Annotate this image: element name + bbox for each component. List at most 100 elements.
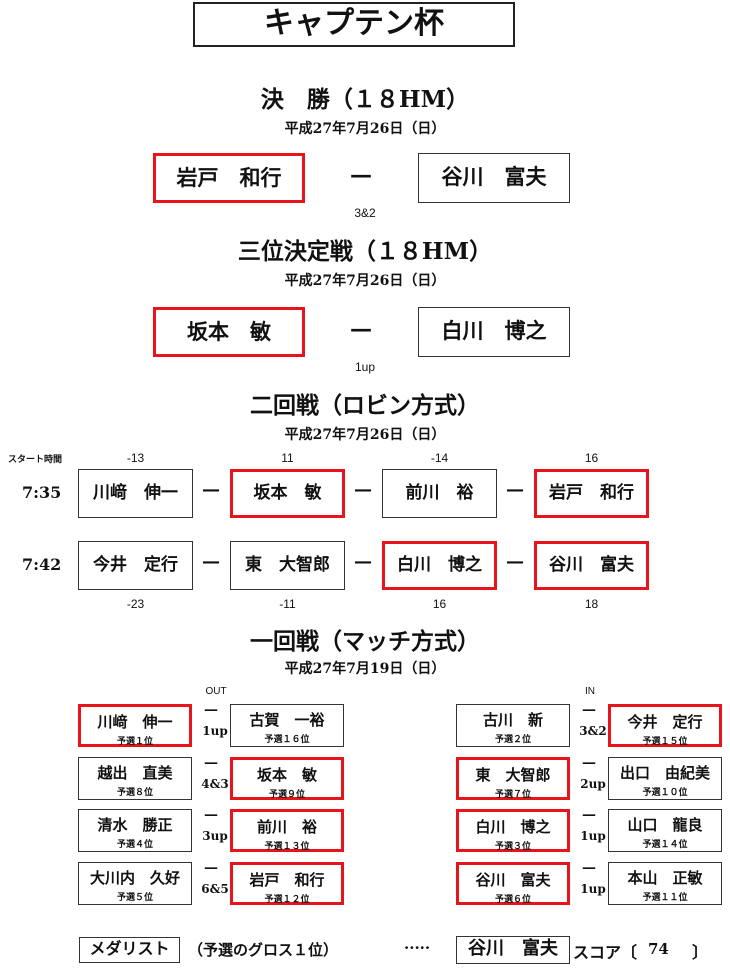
match-result: 3up xyxy=(202,829,228,844)
match-player-box: 清水 勝正予選４位 xyxy=(78,809,192,853)
start-time: 7:42 xyxy=(22,555,62,574)
player-score: 11 xyxy=(281,451,294,465)
score-close: 〕 xyxy=(692,943,709,962)
dash: — xyxy=(202,551,220,572)
dash: — xyxy=(582,859,596,876)
match-result: 2up xyxy=(580,776,606,791)
player-name: 山口 龍良 xyxy=(627,816,703,835)
match-result: 3&2 xyxy=(579,724,607,738)
match-player-box: 前川 裕予選１３位 xyxy=(230,809,344,853)
player-name: 本山 正敏 xyxy=(627,868,703,887)
player-name: 白川 博之 xyxy=(475,818,551,837)
player-box: 今井 定行 xyxy=(78,541,193,590)
match-player-box: 大川内 久好予選５位 xyxy=(78,861,192,905)
player-rank: 予選７位 xyxy=(494,789,531,800)
medalist-name: 谷川 富夫 xyxy=(456,936,570,964)
player-score: -11 xyxy=(279,597,296,611)
dash: — xyxy=(204,859,218,876)
final-dash: — xyxy=(350,162,372,188)
dash: — xyxy=(202,479,220,500)
dash: — xyxy=(506,551,524,572)
out-label: OUT xyxy=(205,686,227,697)
player-name: 前川 裕 xyxy=(256,818,317,837)
player-box: 谷川 富夫 xyxy=(534,541,649,590)
player-rank: 予選１４位 xyxy=(642,840,688,851)
player-name: 大川内 久好 xyxy=(89,868,180,887)
dash: — xyxy=(204,754,218,771)
dash: — xyxy=(204,807,218,824)
player-rank: 予選１０位 xyxy=(642,787,688,798)
round2-heading: 二回戦（ロビン方式） xyxy=(250,392,480,419)
start-time-label: スタート時間 xyxy=(8,455,63,465)
third-dash: — xyxy=(350,316,372,342)
medalist-note: （予選のグロス１位） xyxy=(188,941,339,959)
round1-heading: 一回戦（マッチ方式） xyxy=(250,628,480,655)
match-player-box: 本山 正敏予選１１位 xyxy=(608,861,722,905)
player-box: 坂本 敏 xyxy=(230,469,345,518)
page-title: キャプテン杯 xyxy=(193,2,515,47)
player-rank: 予選８位 xyxy=(116,787,153,798)
match-result: 6&5 xyxy=(201,881,229,896)
match-player-box: 谷川 富夫予選６位 xyxy=(456,861,570,905)
score-label: スコア〔 xyxy=(573,943,638,962)
medalist-score: 74 xyxy=(648,940,669,958)
player-rank: 予選１位 xyxy=(116,737,153,747)
player-score: -13 xyxy=(126,451,145,465)
player-name: 谷川 富夫 xyxy=(475,870,551,889)
match-player-box: 出口 由紀美予選１０位 xyxy=(608,756,722,800)
match-player-box: 今井 定行予選１５位 xyxy=(608,704,722,747)
match-result: 4&3 xyxy=(201,776,229,791)
player-rank: 予選１１位 xyxy=(642,892,688,903)
player-box: 岩戸 和行 xyxy=(534,469,649,518)
player-name: 古川 新 xyxy=(482,711,543,729)
match-result: 1up xyxy=(580,881,606,896)
match-result: 1up xyxy=(580,829,606,844)
match-player-box: 古賀 一裕予選１６位 xyxy=(230,704,344,747)
final-player-right: 谷川 富夫 xyxy=(418,153,570,203)
player-rank: 予選６位 xyxy=(494,894,531,905)
player-rank: 予選５位 xyxy=(116,892,153,903)
round2-date: 平成27年7月26日（日） xyxy=(284,427,446,443)
player-name: 今井 定行 xyxy=(627,713,703,731)
player-name: 川﨑 伸一 xyxy=(97,713,173,731)
match-player-box: 古川 新予選２位 xyxy=(456,704,570,747)
player-name: 岩戸 和行 xyxy=(249,870,325,889)
player-box: 東 大智郎 xyxy=(230,541,345,590)
player-rank: 予選１２位 xyxy=(264,894,310,905)
in-label: IN xyxy=(585,686,595,697)
player-name: 坂本 敏 xyxy=(256,765,317,784)
player-box: 川﨑 伸一 xyxy=(78,469,193,518)
final-date: 平成27年7月26日（日） xyxy=(284,121,446,137)
dash: — xyxy=(354,479,372,500)
player-rank: 予選３位 xyxy=(494,842,531,853)
player-score: 18 xyxy=(584,597,599,611)
player-rank: 予選４位 xyxy=(116,840,153,851)
third-heading: 三位決定戦（１８HM） xyxy=(237,238,493,265)
player-name: 出口 由紀美 xyxy=(619,763,710,782)
player-score: 16 xyxy=(432,597,447,611)
player-box: 前川 裕 xyxy=(382,469,497,518)
medalist-dots: ····· xyxy=(404,939,431,957)
match-player-box: 山口 龍良予選１４位 xyxy=(608,809,722,853)
match-player-box: 坂本 敏予選９位 xyxy=(230,756,344,800)
final-result: 3&2 xyxy=(354,206,376,220)
start-time: 7:35 xyxy=(22,483,62,502)
match-player-box: 川﨑 伸一予選１位 xyxy=(78,704,192,747)
match-player-box: 岩戸 和行予選１２位 xyxy=(230,861,344,905)
player-rank: 予選１６位 xyxy=(264,735,310,745)
player-name: 越出 直美 xyxy=(97,763,173,782)
third-player-left: 坂本 敏 xyxy=(153,307,305,357)
third-player-right: 白川 博之 xyxy=(418,307,570,357)
player-score: 16 xyxy=(584,451,599,465)
third-result: 1up xyxy=(354,360,376,374)
player-rank: 予選９位 xyxy=(268,789,305,800)
match-player-box: 越出 直美予選８位 xyxy=(78,756,192,800)
dash: — xyxy=(354,551,372,572)
match-player-box: 白川 博之予選３位 xyxy=(456,809,570,853)
third-date: 平成27年7月26日（日） xyxy=(284,273,446,289)
player-score: -14 xyxy=(430,451,449,465)
match-result: 1up xyxy=(202,724,228,738)
player-rank: 予選２位 xyxy=(494,735,531,745)
match-player-box: 東 大智郎予選７位 xyxy=(456,756,570,800)
player-name: 東 大智郎 xyxy=(475,765,551,784)
